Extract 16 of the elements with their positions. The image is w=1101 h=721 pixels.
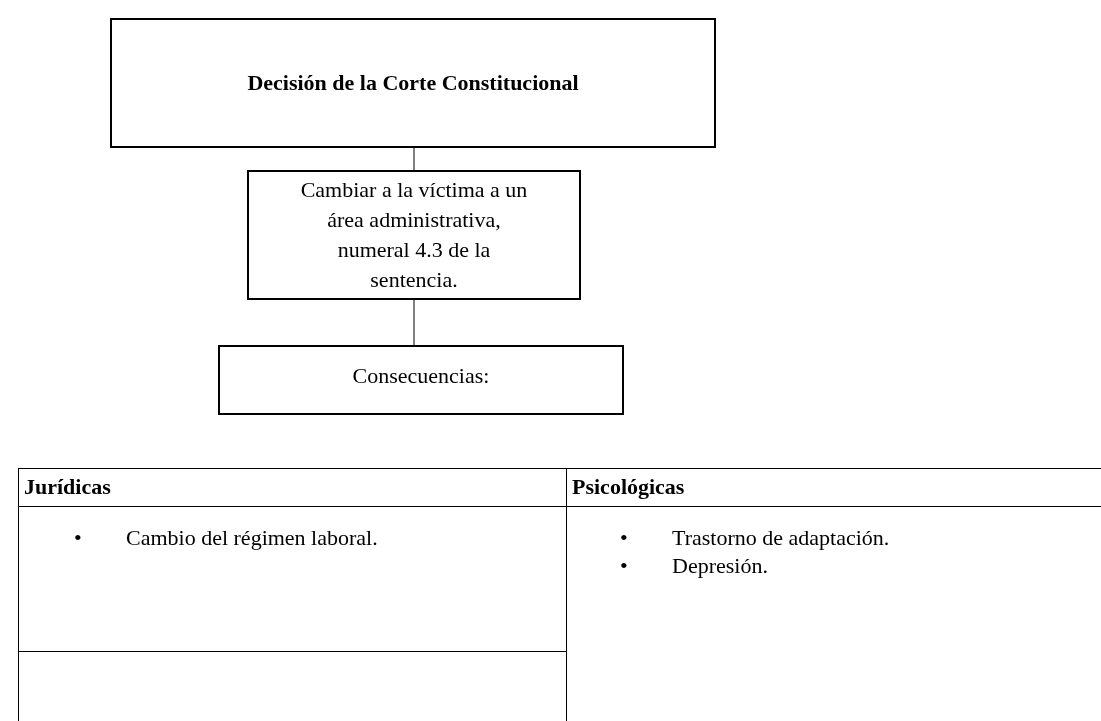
node-text: Consecuencias: <box>352 362 490 390</box>
process-box <box>247 170 581 300</box>
node-text: Decisión de la Corte Constitucional <box>247 69 579 97</box>
column-header: Jurídicas <box>24 473 111 501</box>
connector-line <box>413 147 415 171</box>
list-item-text: Depresión. <box>672 552 768 580</box>
column-header: Psicológicas <box>572 473 685 501</box>
bullet-mark: • <box>74 524 82 552</box>
node-text: Cambiar a la víctima a un área administrativa, numeral 4.3 de la sentencia. <box>299 176 529 294</box>
bullet-mark: • <box>620 524 628 552</box>
list-item-text: Trastorno de adaptación. <box>672 524 890 552</box>
list-item-text: Cambio del régimen laboral. <box>126 524 378 552</box>
bullet-mark: • <box>620 552 628 580</box>
connector-line <box>413 299 415 346</box>
title-box <box>110 18 716 148</box>
process-box <box>218 345 624 415</box>
